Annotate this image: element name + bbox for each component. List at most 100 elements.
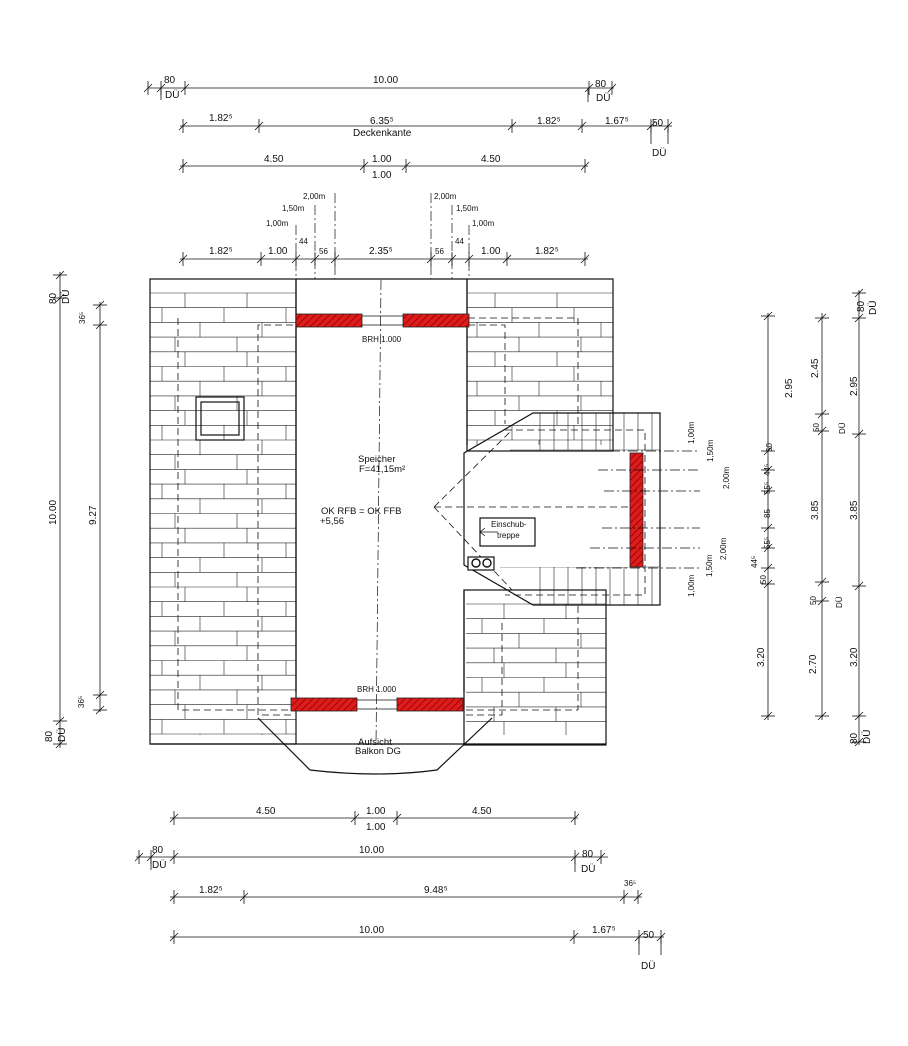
tick-slash xyxy=(854,429,864,439)
tick-slash xyxy=(763,446,773,456)
dim-top-eave-left-sub: DÜ xyxy=(165,89,179,101)
tick-slash xyxy=(180,83,190,93)
dim-top-r4-w56-right: 56 xyxy=(435,247,444,256)
dim-right-c3-a: 2.95 xyxy=(849,376,860,396)
tick-slash xyxy=(763,465,773,475)
tick-slash xyxy=(426,254,436,264)
tick-slash xyxy=(95,690,105,700)
tick-slash xyxy=(817,409,827,419)
dim-top-r2-b-sub: Deckenkante xyxy=(353,128,412,139)
window-dormer-right xyxy=(629,452,644,568)
dim-bot-r4-a: 1.67⁵ xyxy=(592,925,616,936)
window-top-right xyxy=(402,313,470,328)
dim-top-eave-right: 80 xyxy=(595,79,607,90)
dim-right-c2-b-sub: DÜ xyxy=(838,422,847,434)
rdormer-h100-top: 1,00m xyxy=(687,421,696,444)
dim-right-c3-eave-bottom-sub: DÜ xyxy=(861,730,873,744)
stair-label-1: Einschub- xyxy=(491,520,527,529)
rdormer-h100-bot: 1,00m xyxy=(687,574,696,597)
tick-slash xyxy=(763,563,773,573)
dim-top-eave-right-sub: DÜ xyxy=(596,92,610,104)
balcony-outline xyxy=(257,717,493,775)
tick-slash xyxy=(763,311,773,321)
tick-slash xyxy=(607,83,617,93)
dormer-h150-left: 1,50m xyxy=(282,204,305,213)
balcony-label-1: Aufsicht xyxy=(358,737,392,748)
tick-slash xyxy=(169,892,179,902)
tick-slash xyxy=(95,705,105,715)
tick-slash xyxy=(95,320,105,330)
dim-left-eave-top-sub: DÜ xyxy=(60,290,72,304)
tick-slash xyxy=(854,313,864,323)
tick-slash xyxy=(854,581,864,591)
dim-bot-r3-a: 1.82⁵ xyxy=(199,885,223,896)
dormer-h100-left: 1,00m xyxy=(266,219,289,228)
stair-label-2: treppe xyxy=(497,531,520,540)
dim-right-c3-eave-bottom: 80 xyxy=(849,732,860,744)
tick-slash xyxy=(350,813,360,823)
tick-slash xyxy=(55,293,65,303)
level-value: +5,56 xyxy=(320,516,344,527)
dim-top-r3-a: 4.50 xyxy=(264,154,284,165)
dim-bot-r2-total: 10.00 xyxy=(359,845,384,856)
rdormer-h150-top: 1,50m xyxy=(706,439,715,462)
dim-bot-r4-b: 50 xyxy=(643,930,655,941)
dim-top-r4-b: 1.00 xyxy=(268,246,288,257)
tick-slash xyxy=(464,254,474,264)
tick-slash xyxy=(817,313,827,323)
tick-slash xyxy=(310,254,320,264)
dim-top-r3-c: 4.50 xyxy=(481,154,501,165)
building-outline xyxy=(149,278,661,775)
dimension-ticks xyxy=(93,300,107,715)
attic-stair: Einschub- treppe xyxy=(479,517,536,547)
window-bottom-left xyxy=(290,697,358,712)
dim-bot-r4-total: 10.00 xyxy=(359,925,384,936)
dim-bot-r1-a: 4.50 xyxy=(256,806,276,817)
tick-slash xyxy=(763,579,773,589)
dim-top-r2-e: 50 xyxy=(652,118,664,129)
tick-slash xyxy=(55,739,65,749)
tick-slash xyxy=(178,161,188,171)
dim-right-c1-d: 55⁵ xyxy=(763,482,772,494)
tick-slash xyxy=(392,813,402,823)
dim-right-c3-b: 3.85 xyxy=(849,500,860,520)
level-label: OK RFB = OK FFB xyxy=(321,506,402,517)
dim-bot-r1-b: 1.00 xyxy=(366,806,386,817)
dim-top-r4-e: 1.82⁵ xyxy=(535,246,559,257)
rdormer-h200-bot: 2,00m xyxy=(719,537,728,560)
tick-slash xyxy=(55,716,65,726)
dimension-ticks xyxy=(53,270,67,749)
tick-slash xyxy=(239,892,249,902)
tick-slash xyxy=(817,426,827,436)
sill-height-top: BRH 1.000 xyxy=(362,335,402,344)
dimension-ticks xyxy=(178,252,590,266)
dim-left-total: 10.00 xyxy=(48,500,59,525)
tick-slash xyxy=(291,254,301,264)
dimension-ticks xyxy=(852,288,866,747)
dim-left-inner: 9.27 xyxy=(88,505,99,525)
dim-top-r4-c: 2.35⁵ xyxy=(369,246,393,257)
tick-slash xyxy=(169,932,179,942)
tick-slash xyxy=(763,523,773,533)
sill-height-bottom: BRH 1.000 xyxy=(357,685,397,694)
dim-top-r2-e-sub: DÜ xyxy=(652,147,666,159)
dim-left-eave-bottom-sub: DÜ xyxy=(56,728,68,742)
dormer-w44-right: 44 xyxy=(455,237,464,246)
tick-slash xyxy=(854,711,864,721)
tick-slash xyxy=(507,121,517,131)
dim-bot-r2-eave-right: 80 xyxy=(582,849,594,860)
dimension-ticks xyxy=(178,159,590,173)
tick-slash xyxy=(854,737,864,747)
tick-slash xyxy=(143,83,153,93)
tick-slash xyxy=(169,852,179,862)
dim-right-c3-eave-top-sub: DÜ xyxy=(867,301,879,315)
tick-slash xyxy=(596,852,606,862)
room-labels: BRH 1.000 BRH 1.000 Speicher F=41,15m² O… xyxy=(320,335,405,757)
tick-slash xyxy=(178,254,188,264)
room-name: Speicher xyxy=(358,454,396,465)
dim-top-r2-c: 1.82⁵ xyxy=(537,116,561,127)
balcony-label-2: Balkon DG xyxy=(355,746,401,757)
dim-left-off-top: 36⁵ xyxy=(78,312,87,324)
dormer-h200-left: 2,00m xyxy=(303,192,326,201)
